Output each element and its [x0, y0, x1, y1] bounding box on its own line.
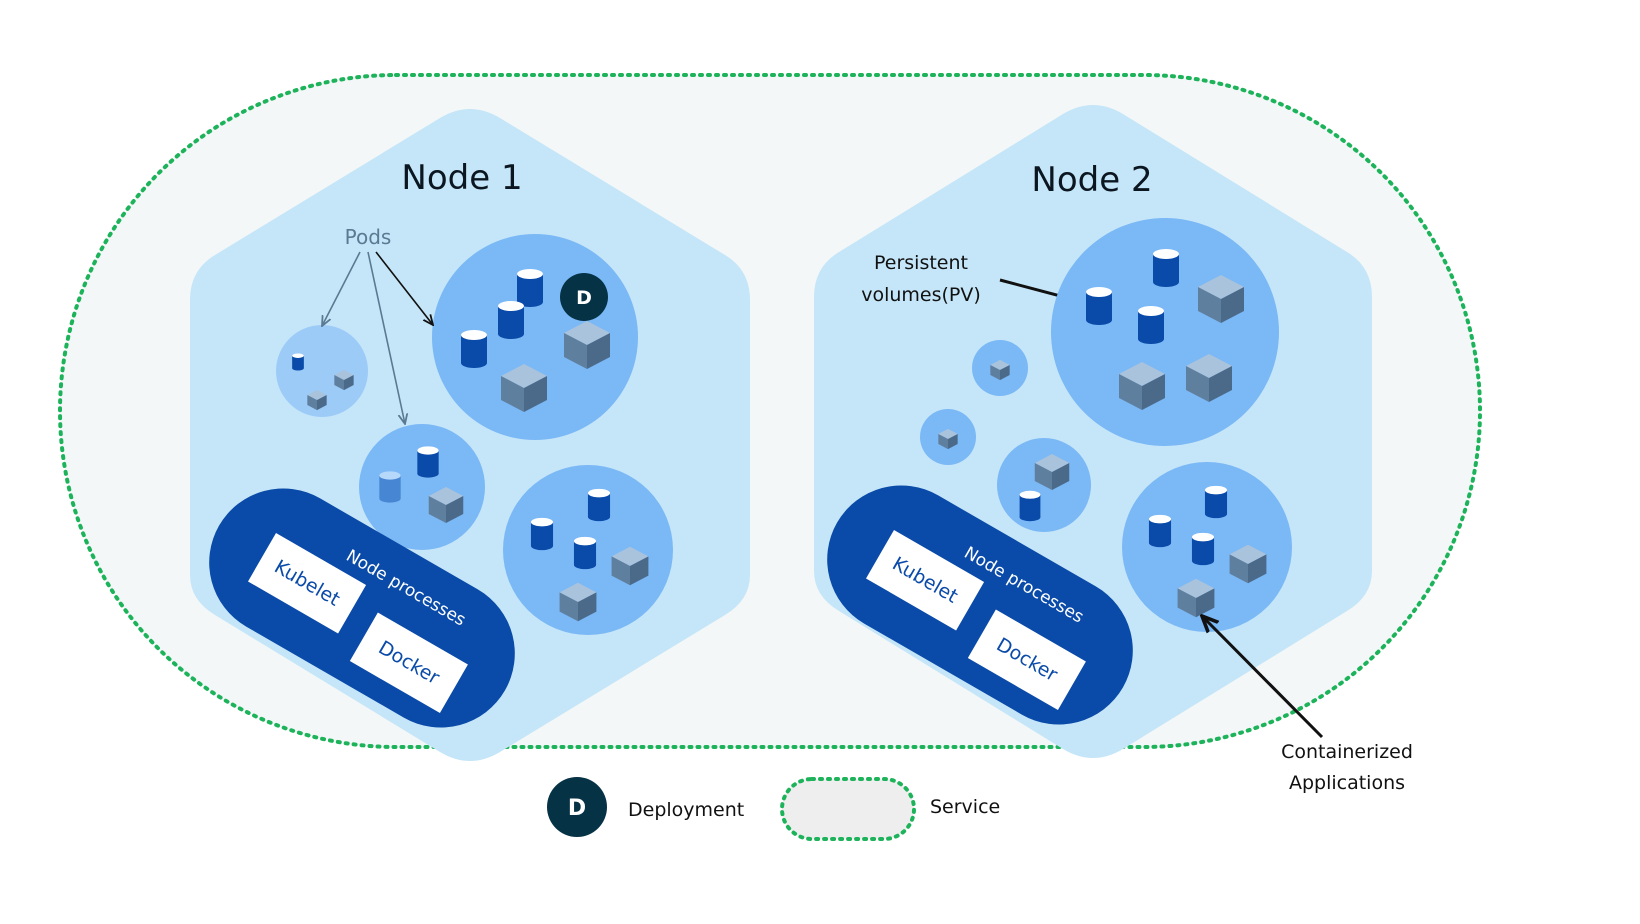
deployment-letter: D [576, 287, 592, 309]
volume-icon [1019, 490, 1041, 522]
apps-label-line-2: Applications [1289, 772, 1405, 794]
node-1: Node 1 Pods D [190, 109, 750, 761]
volume-icon [498, 301, 524, 339]
pods-arrow [367, 251, 405, 424]
deployment-badge: D [560, 273, 608, 321]
pods-arrow [322, 251, 361, 326]
volume-icon [1086, 287, 1112, 325]
pods-label: Pods [345, 225, 392, 249]
legend: D Deployment Service [547, 777, 1000, 841]
volume-icon [1153, 249, 1179, 287]
docker-box [967, 609, 1086, 711]
kubelet-box [248, 532, 367, 634]
pod-medium [359, 424, 485, 550]
apps-label-line-1: Containerized [1281, 741, 1413, 763]
node-1-processes: Node processes Kubelet Docker [209, 488, 515, 728]
volume-icon [417, 446, 439, 478]
docker-box [349, 612, 468, 714]
volume-icon [530, 517, 554, 551]
node-2-title: Node 2 [1031, 160, 1152, 200]
volume-icon [1204, 485, 1228, 519]
pods-arrow [375, 251, 433, 325]
kubelet-box [866, 529, 985, 631]
volume-icon [1191, 532, 1215, 566]
volume-icon [379, 471, 401, 503]
pod-small [276, 325, 368, 417]
volume-icon [1138, 306, 1164, 344]
legend-deployment-icon: D [547, 777, 607, 837]
volume-icon [587, 488, 611, 522]
volume-icon [461, 330, 487, 368]
legend-deployment-label: Deployment [628, 799, 744, 821]
volume-icon [292, 353, 304, 371]
pv-label-line-2: volumes(PV) [861, 284, 981, 306]
node-1-title: Node 1 [401, 158, 522, 198]
pv-label-line-1: Persistent [874, 252, 968, 274]
legend-service-label: Service [930, 796, 1000, 818]
volume-icon [1148, 514, 1172, 548]
apps-arrow [1202, 616, 1324, 739]
node-2-processes: Node processes Kubelet Docker [827, 485, 1133, 725]
legend-service-icon [780, 777, 916, 841]
volume-icon [573, 536, 597, 570]
legend-deployment-letter: D [568, 796, 586, 821]
volume-icon [517, 269, 543, 307]
node-2: Node 2 Persistent volumes(PV) [814, 105, 1372, 758]
